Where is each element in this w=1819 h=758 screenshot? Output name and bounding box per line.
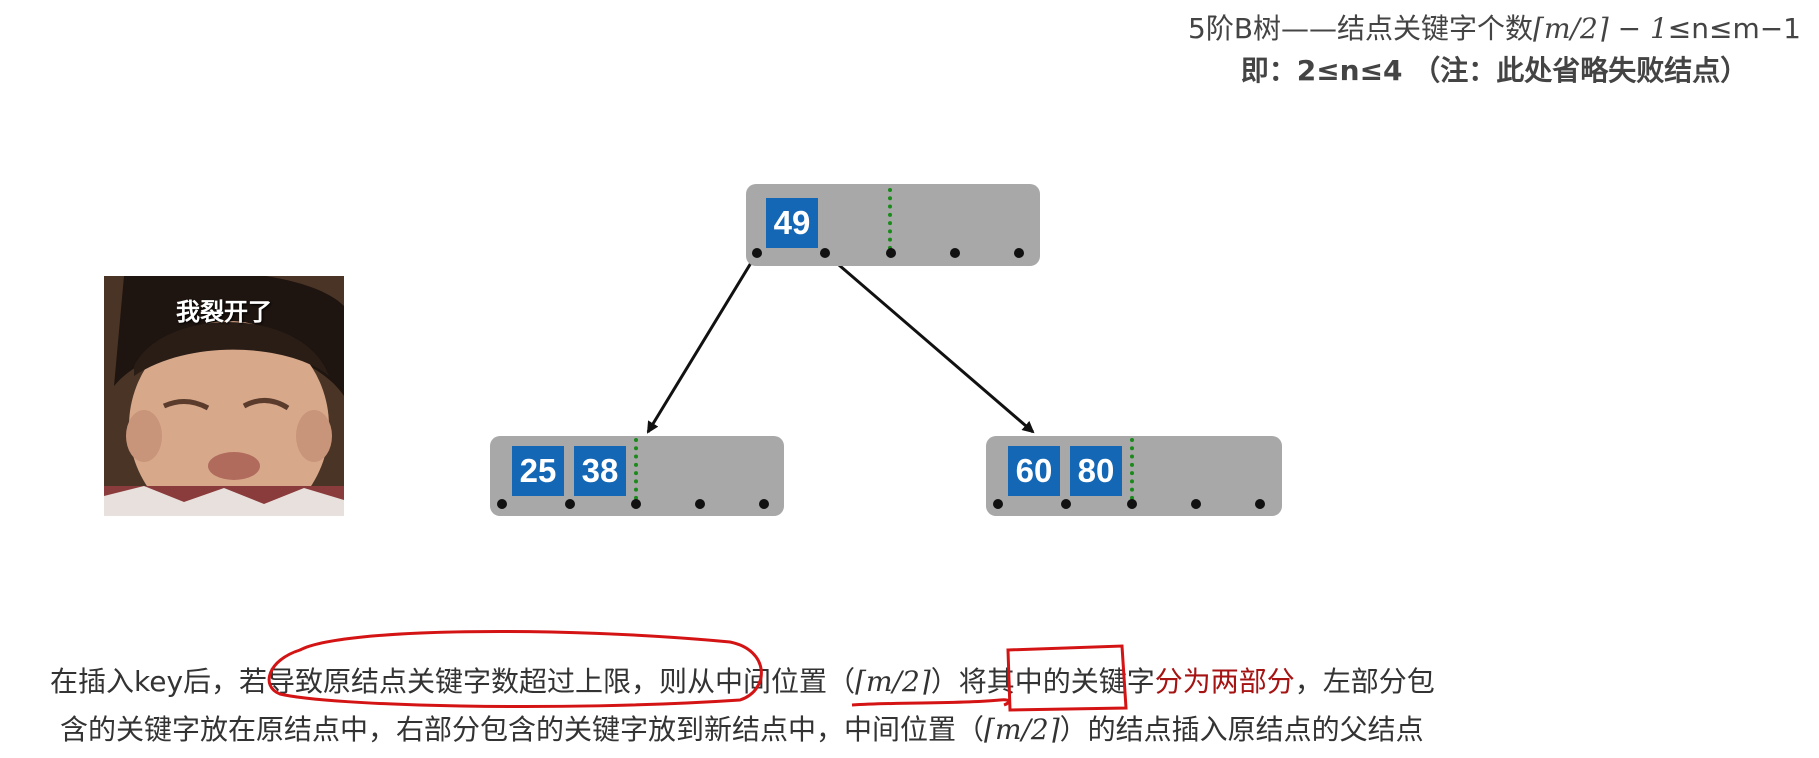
right-pointer-2 [1061,499,1071,509]
header-suffix: ≤n≤m−1 [1667,12,1801,45]
header-line-1: 5阶B树——结点关键字个数⌈m/2⌉ − 1≤n≤m−1 [1188,8,1801,50]
right-pointer-1 [993,499,1003,509]
right-key-1: 60 [1008,446,1060,496]
circled-phrase: 若导致原结点关键字数超过上限 [239,665,632,698]
edge-root-left [646,252,759,434]
left-child-node: 25 38 [490,436,784,516]
text-segment: ）的结点插入原结点的父结点 [1059,713,1424,746]
text-segment: （ [827,665,856,698]
inline-math: ⌈m/2⌉ [984,713,1060,746]
highlighted-phrase: 分为两部分 [1154,665,1295,698]
left-pointer-3 [631,499,641,509]
meme-image: 我裂开了 [104,276,344,516]
left-key-2: 38 [574,446,626,496]
text-segment: ）将其中的关键字 [930,665,1155,698]
text-segment: ，则从 [631,665,716,698]
root-pointer-5 [1014,248,1024,258]
right-child-node: 60 80 [986,436,1282,516]
text-segment: 在插入key后， [50,665,240,698]
meme-caption: 我裂开了 [176,298,272,326]
root-node: 49 [746,184,1040,266]
text-segment: ，左部分包 [1294,665,1435,698]
boxed-math: ⌈m/2⌉ [855,665,931,698]
left-pointer-2 [565,499,575,509]
root-separator [888,188,892,250]
left-pointer-1 [497,499,507,509]
header-prefix: 5阶B树——结点关键字个数 [1188,12,1534,45]
explanation-line-1: 在插入key后，若导致原结点关键字数超过上限，则从中间位置（⌈m/2⌉）将其中的… [50,658,1435,706]
underlined-phrase: 中间位置 [715,665,828,698]
root-key-1: 49 [766,198,818,248]
header-line-2: 即：2≤n≤4 （注：此处省略失败结点） [1240,54,1749,87]
right-separator [1130,438,1134,500]
root-pointer-1 [752,248,762,258]
right-key-2: 80 [1070,446,1122,496]
edge-root-right [824,251,1035,434]
right-pointer-3 [1127,499,1137,509]
header: 5阶B树——结点关键字个数⌈m/2⌉ − 1≤n≤m−1 即：2≤n≤4 （注：… [1188,8,1801,92]
root-pointer-2 [820,248,830,258]
root-pointer-3 [886,248,896,258]
left-pointer-5 [759,499,769,509]
right-pointer-5 [1255,499,1265,509]
right-pointer-4 [1191,499,1201,509]
left-key-1: 25 [512,446,564,496]
root-pointer-4 [950,248,960,258]
explanation-line-2: 含的关键字放在原结点中，右部分包含的关键字放到新结点中，中间位置（⌈m/2⌉）的… [60,706,1424,754]
header-math: ⌈m/2⌉ − 1 [1533,12,1668,45]
text-segment: 含的关键字放在原结点中，右部分包含的关键字放到新结点中，中间位置（ [60,713,985,746]
baby-face-illustration [104,276,344,516]
left-pointer-4 [695,499,705,509]
left-separator [634,438,638,500]
